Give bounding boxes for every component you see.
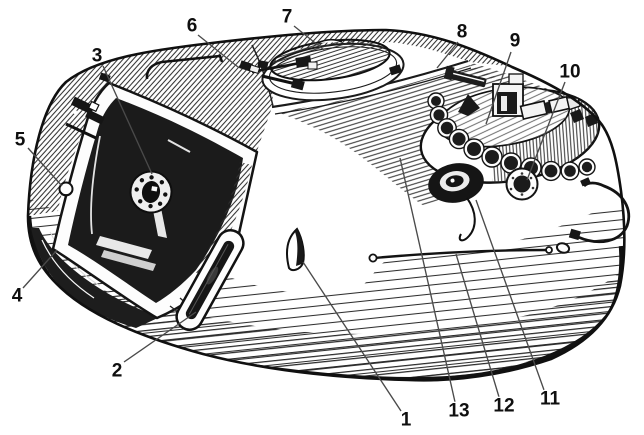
callout-label-5: 5 <box>15 130 26 151</box>
callout-label-9: 9 <box>510 31 521 52</box>
callout-label-7: 7 <box>282 7 293 28</box>
leader-line-8 <box>436 41 459 69</box>
callout-label-6: 6 <box>187 16 198 37</box>
leader-lines <box>22 25 566 412</box>
drum-wedge <box>570 109 584 123</box>
callout-label-3: 3 <box>92 46 103 67</box>
sight-housing <box>492 73 524 117</box>
leader-line-4 <box>22 249 58 289</box>
antenna-base <box>428 163 484 242</box>
interior-strut <box>152 205 167 238</box>
callout-label-10: 10 <box>559 62 580 83</box>
upper-edge-hatch-band <box>28 30 388 216</box>
leader-line-9 <box>485 51 512 125</box>
leader-line-11 <box>475 199 545 391</box>
leader-line-5 <box>27 147 63 187</box>
leader-line-2 <box>123 311 197 363</box>
bracket-wedge <box>458 94 480 116</box>
callout-label-13: 13 <box>448 401 469 422</box>
roof-grab-handle <box>145 54 224 80</box>
leader-line-13 <box>399 157 456 403</box>
sight-port-device <box>505 167 539 201</box>
side-loop-handle <box>568 177 631 244</box>
hatch-latch <box>389 64 402 76</box>
handrail-eyelet <box>555 242 571 254</box>
leader-line-1 <box>302 261 402 412</box>
leader-line-10 <box>526 81 566 181</box>
callout-label-11: 11 <box>540 389 561 410</box>
interior-step <box>96 236 152 259</box>
vision-port <box>540 160 562 182</box>
callout-label-2: 2 <box>112 361 123 382</box>
interior-step <box>101 250 156 271</box>
vision-port <box>578 158 596 176</box>
embrasure-shadow-crescent <box>31 228 160 328</box>
vision-port <box>560 161 580 181</box>
gun-barrel-device <box>443 65 487 88</box>
hatch-cover-knob <box>317 38 343 44</box>
vision-ports <box>427 92 596 182</box>
leader-line-7 <box>293 25 325 51</box>
vision-port <box>448 128 470 150</box>
leader-line-12 <box>455 253 500 398</box>
vision-port <box>429 105 449 125</box>
periscope-devices <box>443 65 598 127</box>
callout-label-4: 4 <box>12 286 23 307</box>
shadow-streak <box>41 239 95 299</box>
pistol-port-plug <box>58 181 74 197</box>
hatch-hinge-hardware <box>239 55 318 91</box>
vision-port <box>481 146 503 168</box>
callout-label-12: 12 <box>493 396 514 417</box>
callout-label-8: 8 <box>457 22 468 43</box>
handrail-rod <box>368 242 571 263</box>
antenna-cable <box>458 197 476 242</box>
mantlet-flange <box>129 170 173 214</box>
apex-hatch-band <box>386 30 508 66</box>
interior-reflection <box>90 135 101 235</box>
cleat-hook <box>286 227 305 272</box>
interior-reflection <box>167 139 191 153</box>
leader-line-6 <box>197 34 239 68</box>
loader-hatch <box>145 38 405 102</box>
leader-line-3 <box>102 65 153 175</box>
callout-label-1: 1 <box>401 410 412 431</box>
vision-port <box>463 138 485 160</box>
frame-bevel-hatch <box>195 162 252 278</box>
